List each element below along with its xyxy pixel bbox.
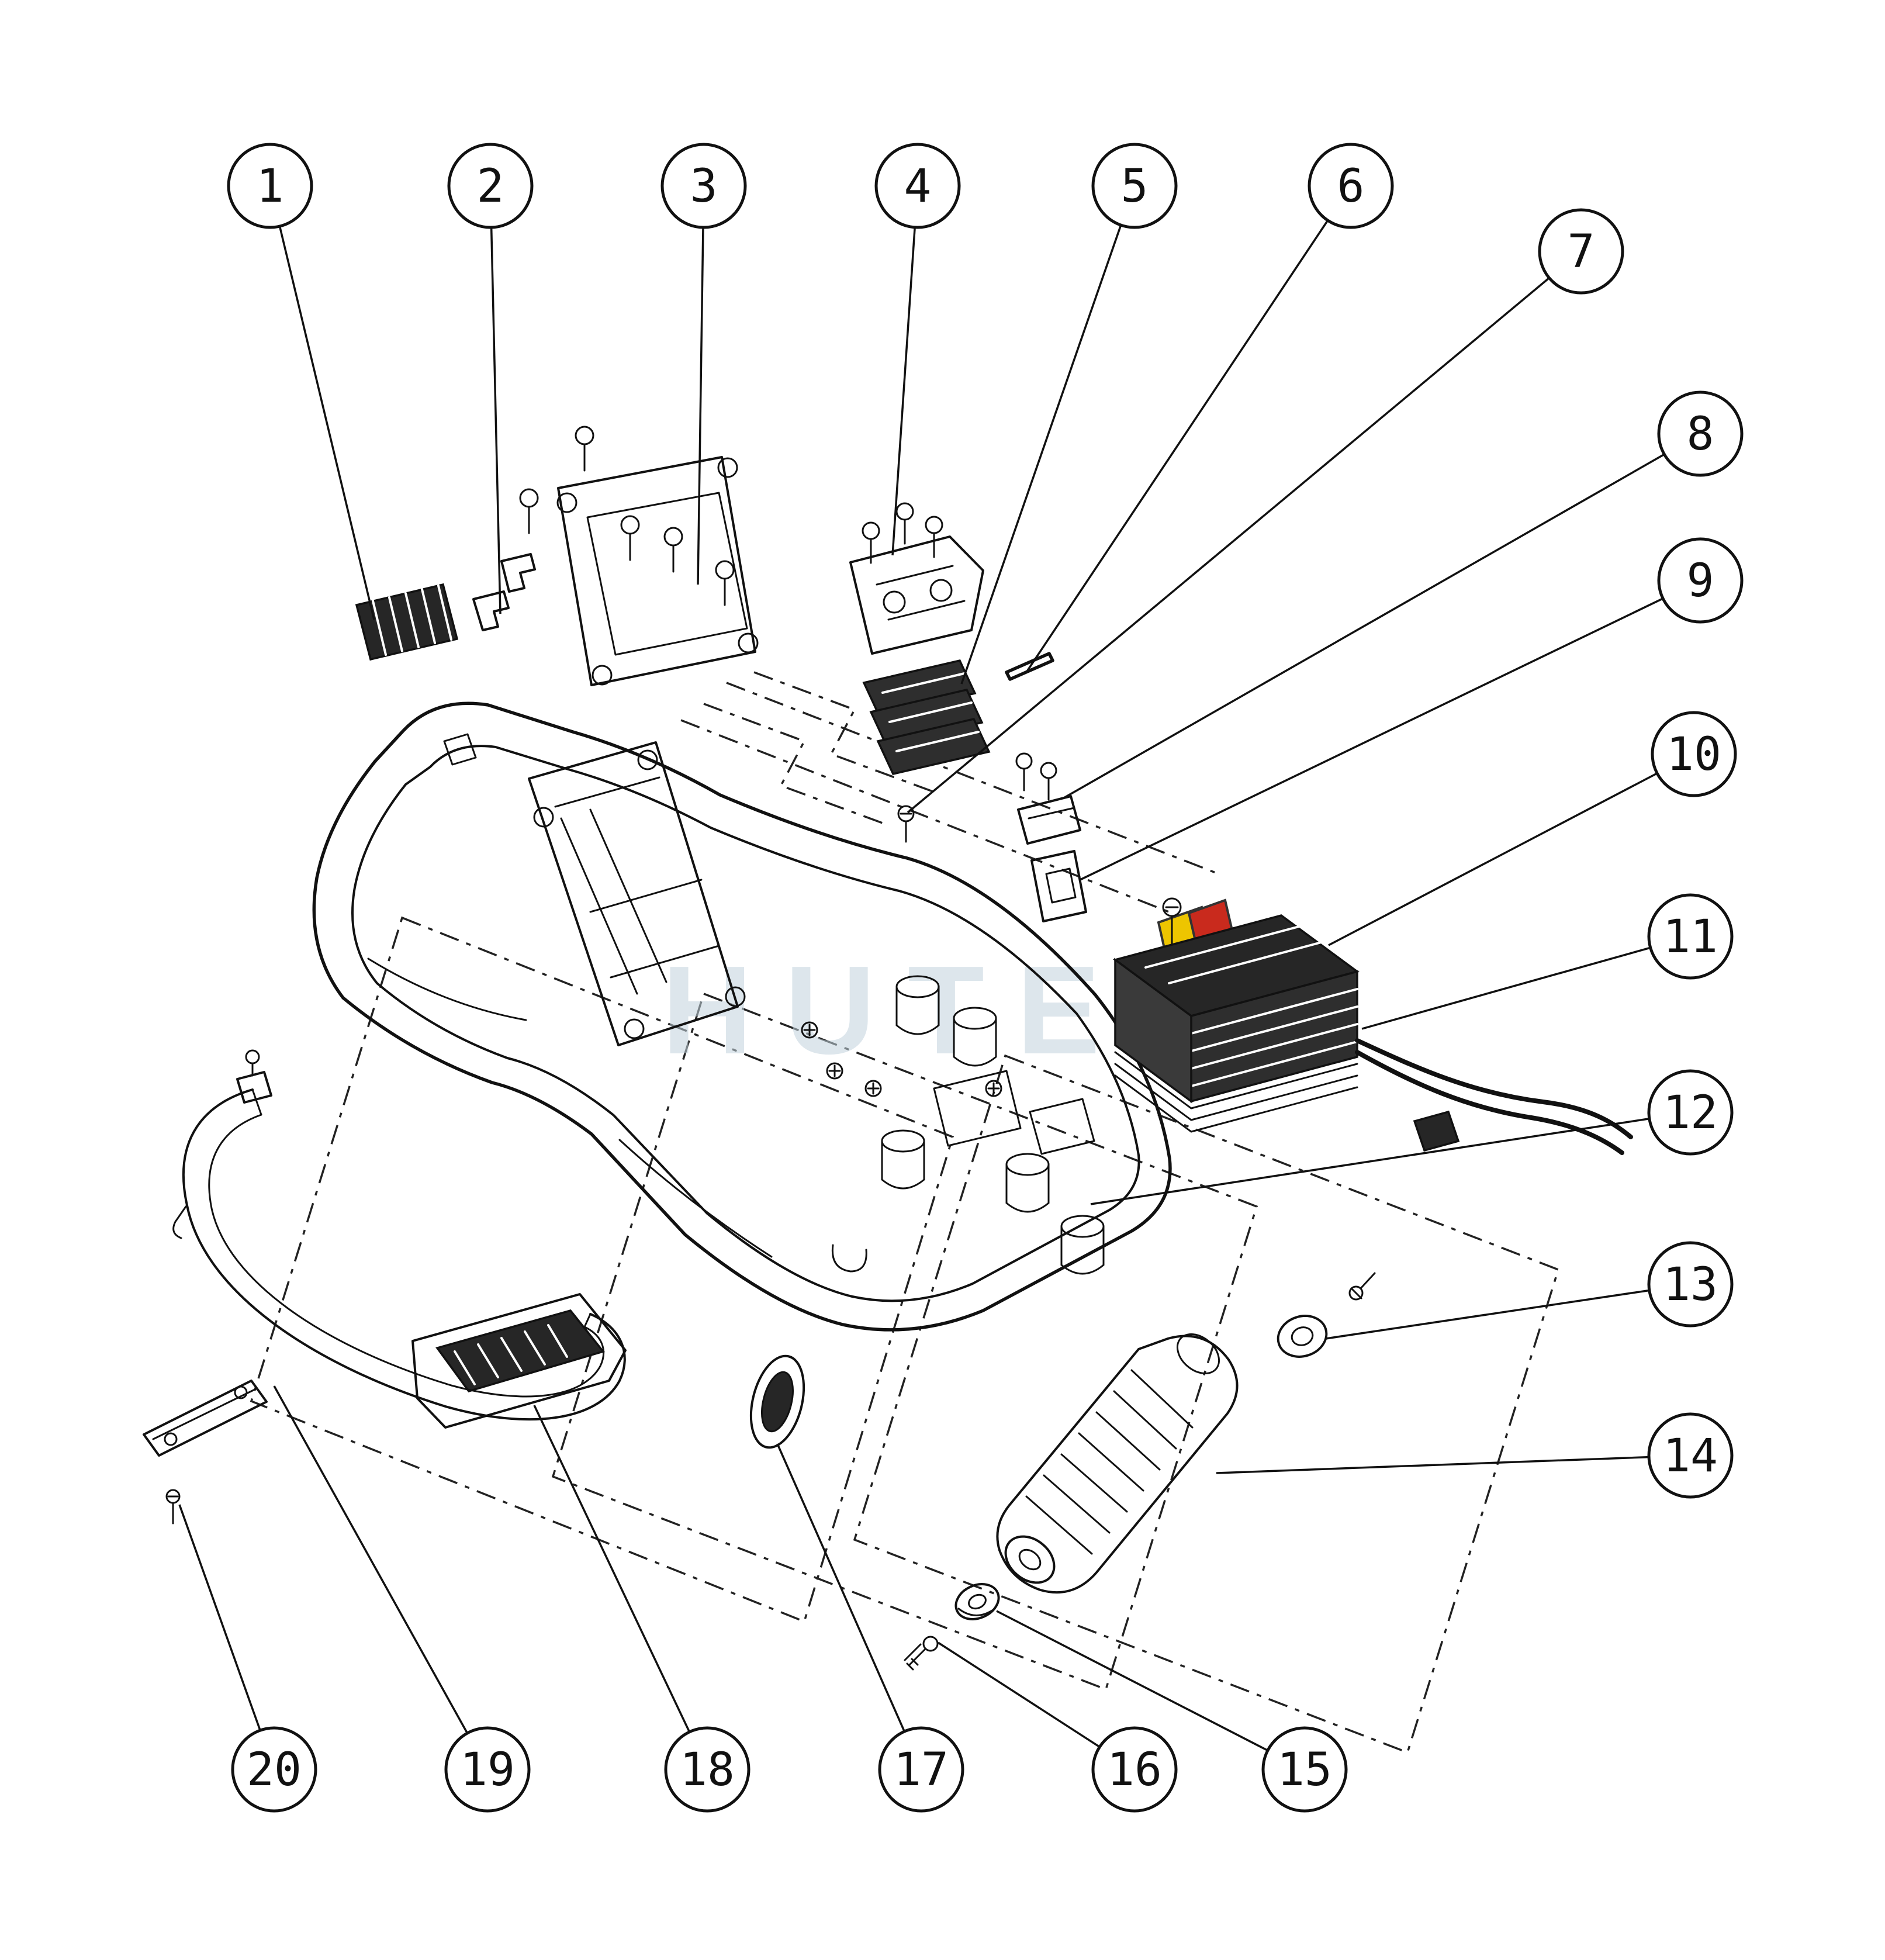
callout-number-18: 18: [680, 1744, 735, 1796]
part-2-clips: [472, 553, 536, 631]
callout-balloon-11: [1647, 893, 1734, 980]
part-17-button: [749, 1354, 805, 1449]
callout-number-7: 7: [1568, 226, 1595, 278]
leader-line-2: [489, 185, 501, 614]
leader-line-6: [1025, 185, 1352, 673]
leader-line-4: [891, 185, 919, 556]
part-20-lever: [143, 1380, 268, 1525]
part-5-plate-stack: [862, 659, 991, 776]
leader-line-8: [1063, 433, 1701, 799]
callout-balloon-16: [1091, 1726, 1178, 1813]
callout-number-19: 19: [460, 1744, 515, 1796]
part-19-frame-loop: [172, 1049, 626, 1421]
callout-balloon-12: [1647, 1069, 1734, 1156]
leader-line-19: [273, 1385, 489, 1770]
leader-line-14: [1216, 1454, 1691, 1474]
leader-line-18: [533, 1405, 708, 1770]
callout-balloon-6: [1308, 143, 1394, 229]
part-10-screw: [1162, 897, 1182, 945]
leader-line-12: [1090, 1111, 1691, 1205]
callout-balloon-20: [231, 1726, 317, 1813]
part-14-handle-grip: [996, 1333, 1239, 1594]
interior-screws: [801, 1021, 1002, 1097]
callout-balloon-3: [660, 143, 747, 229]
part-7-screw: [897, 805, 915, 843]
leader-line-1: [269, 185, 375, 620]
callout-number-13: 13: [1663, 1259, 1718, 1311]
part-6-pin: [1005, 652, 1054, 681]
callout-balloon-18: [664, 1726, 750, 1813]
callout-balloon-4: [874, 143, 961, 229]
leader-line-10: [1328, 753, 1694, 946]
callout-number-11: 11: [1663, 911, 1718, 963]
leader-line-3: [697, 185, 705, 585]
callout-balloon-10: [1651, 711, 1737, 797]
callout-number-4: 4: [904, 160, 932, 213]
callout-number-12: 12: [1663, 1087, 1718, 1139]
callout-balloon-9: [1657, 537, 1744, 624]
interior-cylinders: [881, 975, 1105, 1275]
callout-number-3: 3: [690, 160, 718, 213]
wire-connector: [1413, 1110, 1460, 1152]
part-16-screw: [904, 1636, 939, 1671]
part-3-screws: [519, 426, 735, 606]
callout-number-6: 6: [1337, 160, 1365, 213]
callout-balloon-19: [444, 1726, 531, 1813]
leader-line-17: [776, 1443, 922, 1770]
part-18-pedal: [411, 1293, 627, 1429]
callout-number-1: 1: [257, 160, 284, 213]
leader-line-11: [1361, 935, 1691, 1030]
callout-balloon-14: [1647, 1412, 1734, 1499]
part-4-screws: [862, 502, 943, 564]
callout-number-5: 5: [1121, 160, 1149, 213]
callout-number-2: 2: [477, 160, 504, 213]
leader-line-13: [1325, 1283, 1691, 1340]
construction-lines: [250, 671, 1560, 1754]
callout-number-8: 8: [1687, 408, 1714, 461]
callout-number-17: 17: [894, 1744, 949, 1796]
chassis-body: [312, 701, 1172, 1332]
callout-number-20: 20: [247, 1744, 302, 1796]
part-15-washer: [954, 1583, 1000, 1620]
leader-line-15: [996, 1610, 1305, 1771]
callout-balloon-17: [878, 1726, 964, 1813]
callout-balloon-13: [1647, 1241, 1734, 1328]
leader-line-9: [1080, 579, 1701, 881]
callout-balloon-8: [1657, 390, 1744, 477]
callout-balloon-5: [1091, 143, 1178, 229]
callout-number-9: 9: [1687, 555, 1714, 607]
leader-line-5: [960, 185, 1136, 685]
part-11-charger: [1113, 914, 1633, 1155]
part-13-grommet: [1277, 1272, 1376, 1358]
part-4-bracket: [849, 502, 984, 655]
leader-line-20: [178, 1504, 275, 1770]
callout-number-10: 10: [1666, 728, 1721, 781]
callout-balloon-2: [447, 143, 534, 229]
part-3-frame: [519, 426, 759, 686]
part-1-ribbed-block: [355, 583, 459, 661]
leader-line-7: [907, 250, 1582, 814]
callout-balloon-7: [1538, 208, 1624, 295]
part-8-bracket: [1015, 752, 1081, 845]
callout-number-16: 16: [1107, 1744, 1162, 1796]
part-9-switch: [1030, 850, 1087, 922]
callout-balloon-1: [227, 143, 313, 229]
callout-balloon-15: [1261, 1726, 1348, 1813]
chassis-interior-parts: [528, 741, 1105, 1275]
callout-number-14: 14: [1663, 1430, 1718, 1482]
callout-number-15: 15: [1277, 1744, 1332, 1796]
